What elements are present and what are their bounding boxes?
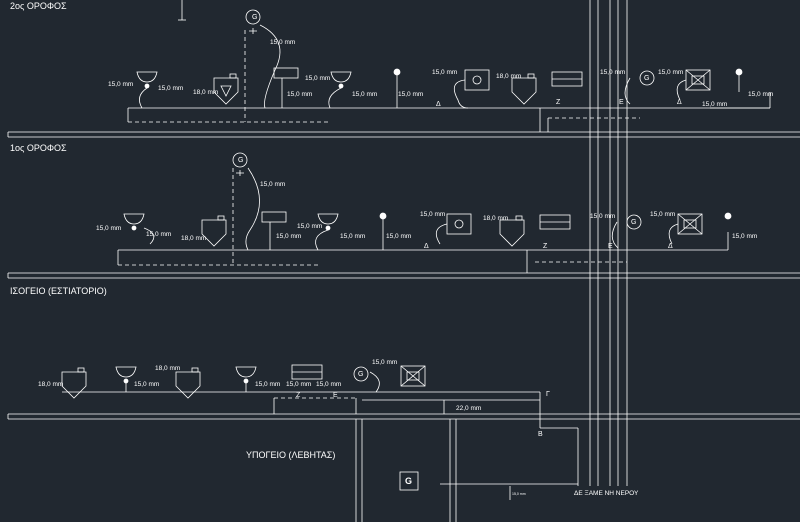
mark-delta: Δ [436,101,441,108]
dim: 15,0 mm [748,91,773,98]
dim: 15,0 mm [590,213,615,220]
mark-delta: Δ [677,99,682,106]
dim: 18,0 mm [496,73,521,80]
fixtures-2nd [136,9,743,109]
dim: 15,0 mm [352,91,377,98]
dim: 15,0 mm [287,91,312,98]
mark-delta: Δ [668,243,673,250]
labels-2nd: G G 15,0 mm 15,0 mm 15,0 mm 18,0 mm 15,0… [108,14,773,108]
dim: 15,0 mm [600,69,625,76]
top-stub [178,0,186,21]
boiler-g: G [405,476,412,486]
dim: 15,0 mm [96,225,121,232]
piping-ground [62,391,541,428]
dim: 18,0 mm [181,235,206,242]
slab-2nd [7,131,800,138]
dim: 15,0 mm [316,381,341,388]
mark-epsilon: Ε [619,99,624,106]
pipe-note: 15,0 mm [512,492,526,496]
dim: 18,0 mm [38,381,63,388]
mark-epsilon: Ε [333,392,338,399]
dim: 15,0 mm [658,69,683,76]
dim: 18,0 mm [483,215,508,222]
dim: 15,0 mm [146,231,171,238]
floor-title-ground: ΙΣΟΓΕΙΟ (ΕΣΤΙΑΤΟΡΙΟ) [10,286,107,296]
tank-label: ΔΕ ΞΑΜΕ ΝΗ ΝΕΡΟΥ [574,490,639,497]
fixtures-1st [123,152,732,251]
dim: 15,0 mm [108,81,133,88]
piping-1st [117,168,729,273]
heater-2nd-g: G [252,14,257,21]
dim: 15,0 mm [305,75,330,82]
dim: 15,0 mm [255,381,280,388]
piping-2nd [127,30,771,132]
dim: 18,0 mm [193,89,218,96]
dim: 15,0 mm [732,233,757,240]
dim: 15,0 mm [158,85,183,92]
dim: 15,0 mm [260,181,285,188]
boiler: G [399,471,419,491]
mark-gamma: Γ [546,391,550,398]
dim: 15,0 mm [420,211,445,218]
labels-1st: G G 15,0 mm 15,0 mm 15,0 mm 18,0 mm 15,0… [96,157,757,250]
dim: 15,0 mm [286,381,311,388]
dim-22: 22,0 mm [456,405,481,412]
heater-ground-g: G [358,371,363,378]
mark-zeta: Ζ [296,392,301,399]
dim: 15,0 mm [432,69,457,76]
dim: 15,0 mm [372,359,397,366]
heater-1st-g-right: G [631,219,636,226]
dim: 15,0 mm [650,211,675,218]
main-risers [540,0,628,486]
dim: 15,0 mm [276,233,301,240]
heater-2nd-g-right: G [644,75,649,82]
slab-ground [7,413,800,420]
floor-title-basement: ΥΠΟΓΕΙΟ (ΛΕΒΗΤΑΣ) [246,450,335,460]
dim: 15,0 mm [297,223,322,230]
labels-ground: G 18,0 mm 15,0 mm 18,0 mm 15,0 mm 15,0 m… [38,359,550,438]
mark-beta: Β [538,431,543,438]
dim: 15,0 mm [340,233,365,240]
dim: 15,0 mm [134,381,159,388]
floor-title-2nd: 2ος ΟΡΟΦΟΣ [10,1,67,11]
basement-walls [355,419,578,522]
floor-title-1st: 1ος ΟΡΟΦΟΣ [10,143,67,153]
mark-delta: Δ [424,243,429,250]
dim: 15,0 mm [398,91,423,98]
dim: 15,0 mm [702,101,727,108]
fixtures-ground [61,364,426,399]
mark-epsilon: Ε [608,243,613,250]
dim: 15,0 mm [386,233,411,240]
slab-1st [7,272,800,279]
dim: 15,0 mm [270,39,295,46]
heater-1st-g: G [238,157,243,164]
dim: 18,0 mm [155,365,180,372]
mark-zeta: Ζ [556,99,561,106]
mark-zeta: Ζ [543,243,548,250]
